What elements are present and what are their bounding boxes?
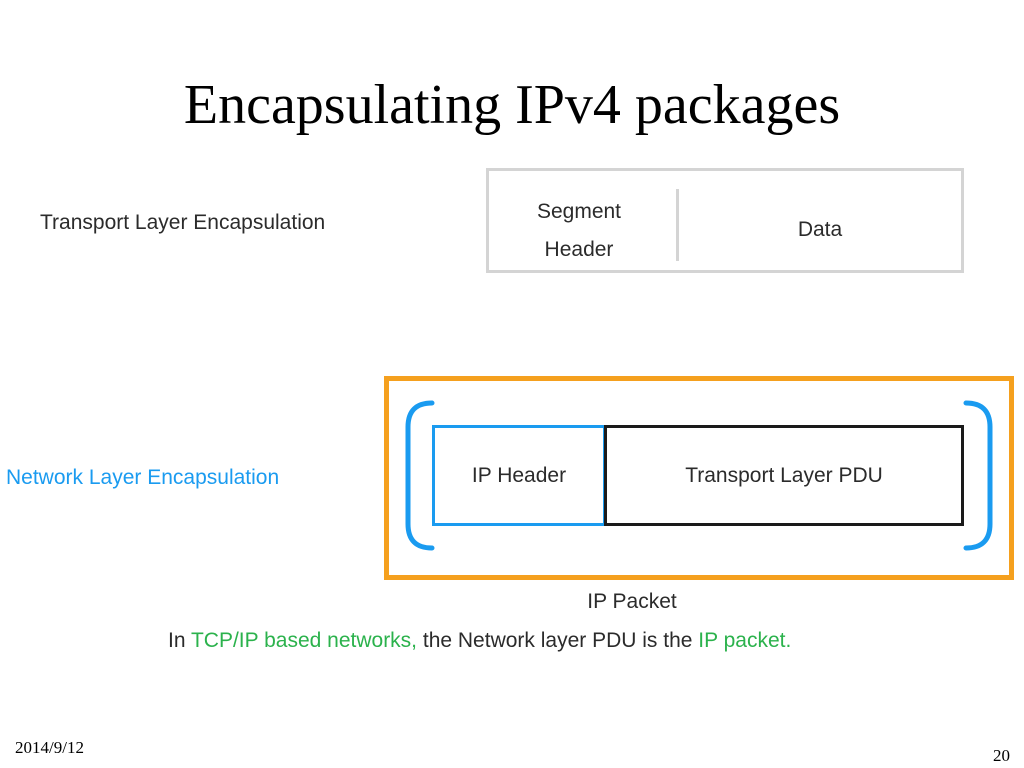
- pdu-note: In TCP/IP based networks, the Network la…: [168, 629, 791, 653]
- slide-title: Encapsulating IPv4 packages: [183, 74, 841, 136]
- note-text-2: the Network layer PDU is the: [417, 629, 699, 652]
- slide-page-number: 20: [993, 746, 1010, 765]
- segment-header-line2: Header: [544, 238, 614, 261]
- network-layer-label: Network Layer Encapsulation: [6, 466, 280, 489]
- slide-date: 2014/9/12: [15, 738, 84, 757]
- segment-data-cell: Data: [797, 218, 843, 241]
- transport-segment-box: Segment Header Data: [486, 168, 964, 273]
- transport-layer-label: Transport Layer Encapsulation: [40, 211, 326, 234]
- ip-header-cell: IP Header: [432, 425, 606, 526]
- segment-header-line1: Segment: [536, 200, 622, 223]
- ip-packet-frame: [384, 376, 1014, 580]
- note-highlight-ip-packet: IP packet.: [698, 629, 792, 652]
- ip-packet-caption: IP Packet: [587, 590, 677, 613]
- transport-pdu-cell: Transport Layer PDU: [604, 425, 964, 526]
- segment-divider: [676, 189, 679, 261]
- note-highlight-tcpip: TCP/IP based networks,: [190, 629, 418, 652]
- segment-header-cell: Segment Header: [509, 193, 649, 269]
- note-text-1: In: [168, 629, 191, 652]
